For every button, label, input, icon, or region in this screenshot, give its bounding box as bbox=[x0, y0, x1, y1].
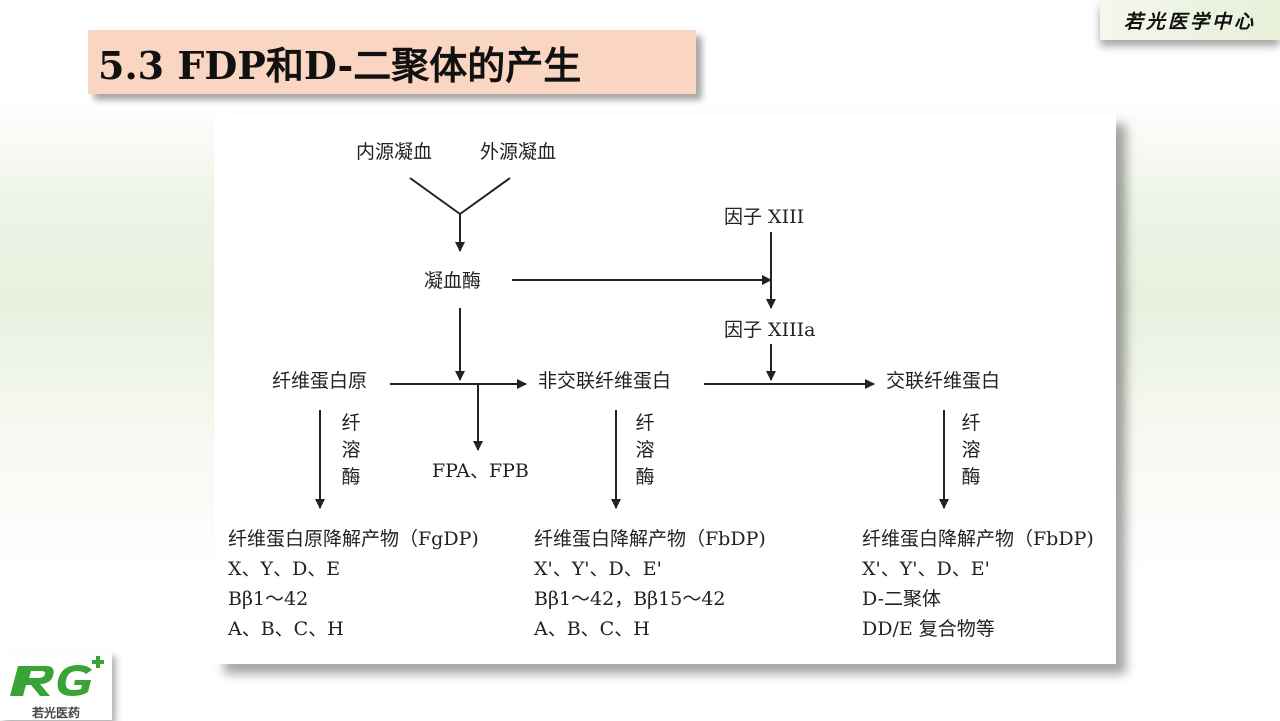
rg-logo-mark-icon bbox=[10, 656, 104, 696]
label-fpa-fpb: FPA、FPB bbox=[432, 460, 529, 482]
product-fgdp-title: 纤维蛋白原降解产物（FgDP) bbox=[228, 528, 479, 550]
converge-right-line bbox=[459, 177, 511, 215]
label-factor-13: 因子 XIII bbox=[724, 206, 805, 228]
product-fbdp-line: D-二聚体 bbox=[862, 588, 942, 610]
product-fbdp-title: 纤维蛋白降解产物（FbDP) bbox=[862, 528, 1094, 550]
product-fgdp-line: A、B、C、H bbox=[228, 618, 344, 640]
company-logo: 若光医药 bbox=[0, 652, 112, 720]
label-plasmin-middle: 纤溶酶 bbox=[635, 412, 655, 488]
product-fbdp-line: X'、Y'、D、E' bbox=[862, 558, 990, 580]
product-fgdp: 纤维蛋白原降解产物（FgDP) X、Y、D、E Bβ1～42 A、B、C、H bbox=[228, 524, 479, 644]
converge-left-line bbox=[409, 177, 461, 215]
diagram-arrows bbox=[315, 177, 949, 509]
label-factor-13a: 因子 XIIIa bbox=[724, 319, 816, 341]
product-fbdp-line: A、B、C、H bbox=[534, 618, 650, 640]
slide-title: 5.3 FDP和D-二聚体的产生 bbox=[88, 30, 696, 94]
label-fibrinogen: 纤维蛋白原 bbox=[272, 370, 368, 392]
product-fbdp-line: DD/E 复合物等 bbox=[862, 618, 995, 640]
label-thrombin: 凝血酶 bbox=[424, 270, 482, 292]
logo-text: 若光医药 bbox=[31, 706, 80, 720]
product-fbdp-crosslinked: 纤维蛋白降解产物（FbDP) X'、Y'、D、E' D-二聚体 DD/E 复合物… bbox=[862, 524, 1094, 644]
label-plasmin-right: 纤溶酶 bbox=[961, 412, 981, 488]
label-crosslinked-fibrin: 交联纤维蛋白 bbox=[886, 370, 1001, 392]
product-fbdp-line: Bβ1～42，Bβ15～42 bbox=[534, 588, 726, 610]
label-plasmin-left: 纤溶酶 bbox=[341, 412, 361, 488]
product-fbdp-line: X'、Y'、D、E' bbox=[534, 558, 662, 580]
label-intrinsic-coagulation: 内源凝血 bbox=[356, 141, 433, 163]
product-fgdp-line: Bβ1～42 bbox=[228, 588, 309, 610]
label-extrinsic-coagulation: 外源凝血 bbox=[480, 141, 557, 163]
product-fgdp-line: X、Y、D、E bbox=[228, 558, 341, 580]
fdp-flow-diagram: 内源凝血 外源凝血 凝血酶 因子 XIII 因子 XIIIa 纤维蛋白原 非交联… bbox=[214, 114, 1116, 664]
label-noncrosslinked-fibrin: 非交联纤维蛋白 bbox=[538, 370, 672, 392]
brand-tag: 若光医学中心 bbox=[1100, 0, 1280, 40]
product-fbdp-noncrosslinked: 纤维蛋白降解产物（FbDP) X'、Y'、D、E' Bβ1～42，Bβ15～42… bbox=[534, 524, 766, 644]
product-fbdp-title: 纤维蛋白降解产物（FbDP) bbox=[534, 528, 766, 550]
